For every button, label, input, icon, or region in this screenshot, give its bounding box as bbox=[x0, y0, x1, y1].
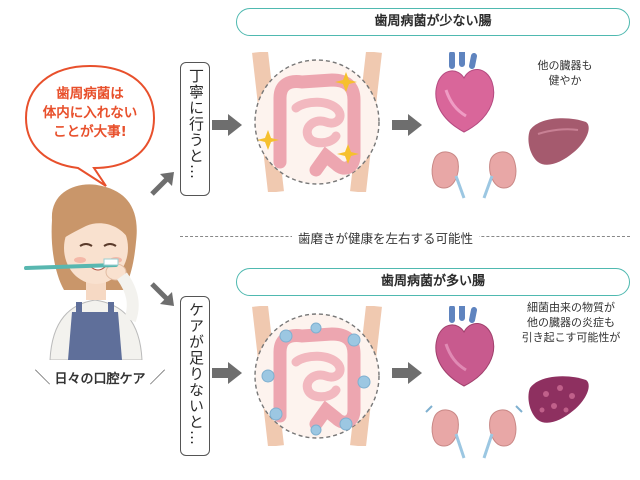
speech-bubble-icon bbox=[24, 64, 156, 187]
arrow-right-icon bbox=[392, 362, 422, 384]
speech-line-3: ことが大事! bbox=[53, 124, 127, 140]
toothbrush-icon bbox=[24, 258, 119, 270]
unhealthy-intestine-illustration bbox=[252, 306, 382, 446]
healthy-kidney-icon bbox=[431, 151, 517, 199]
bottom-note-line-2: 他の臓器の炎症も bbox=[527, 316, 615, 329]
bacteria-icon bbox=[261, 322, 371, 436]
speech-line-1: 歯周病菌は bbox=[56, 86, 124, 102]
caption-slash-right: ／ bbox=[149, 368, 166, 387]
arrow-down-right-icon bbox=[150, 282, 174, 306]
top-note: 他の臓器も 健やか bbox=[520, 58, 610, 88]
healthy-liver-icon bbox=[528, 118, 589, 165]
arrow-right-icon bbox=[212, 362, 242, 384]
speech-bubble-text: 歯周病菌は 体内に入れない ことが大事! bbox=[35, 85, 145, 142]
arrow-up-right-icon bbox=[150, 172, 174, 196]
inflamed-liver-icon bbox=[528, 376, 589, 423]
speech-line-2: 体内に入れない bbox=[42, 105, 138, 121]
healthy-intestine-illustration bbox=[252, 52, 382, 192]
arrow-right-icon bbox=[212, 114, 242, 136]
bottom-header: 歯周病菌が多い腸 bbox=[236, 268, 630, 296]
healthy-heart-icon bbox=[435, 52, 495, 133]
top-header: 歯周病菌が少ない腸 bbox=[236, 8, 630, 36]
top-note-line-2: 健やか bbox=[548, 74, 582, 87]
bottom-note: 細菌由来の物質が 他の臓器の炎症も 引き起こす可能性が bbox=[506, 300, 636, 345]
arrow-right-icon bbox=[392, 114, 422, 136]
sparkle-icon bbox=[257, 72, 359, 164]
bottom-action-label: ケアが足りないと… bbox=[187, 302, 205, 446]
bottom-action-box bbox=[180, 296, 210, 456]
person-caption: 日々の口腔ケア bbox=[54, 372, 146, 387]
caption-slash-left: ＼ bbox=[34, 368, 51, 387]
top-action-box bbox=[180, 62, 210, 196]
bottom-note-line-1: 細菌由来の物質が bbox=[527, 301, 615, 314]
bottom-note-line-3: 引き起こす可能性が bbox=[521, 331, 621, 344]
top-action-label: 丁寧に行うと… bbox=[187, 68, 205, 180]
inflamed-kidney-icon bbox=[425, 405, 523, 459]
person-caption-wrap: ＼ 日々の口腔ケア ／ bbox=[20, 364, 180, 388]
divider-label: 歯磨きが健康を左右する可能性 bbox=[292, 228, 480, 247]
top-note-line-1: 他の臓器も bbox=[537, 59, 593, 72]
inflamed-heart-icon bbox=[435, 306, 495, 387]
